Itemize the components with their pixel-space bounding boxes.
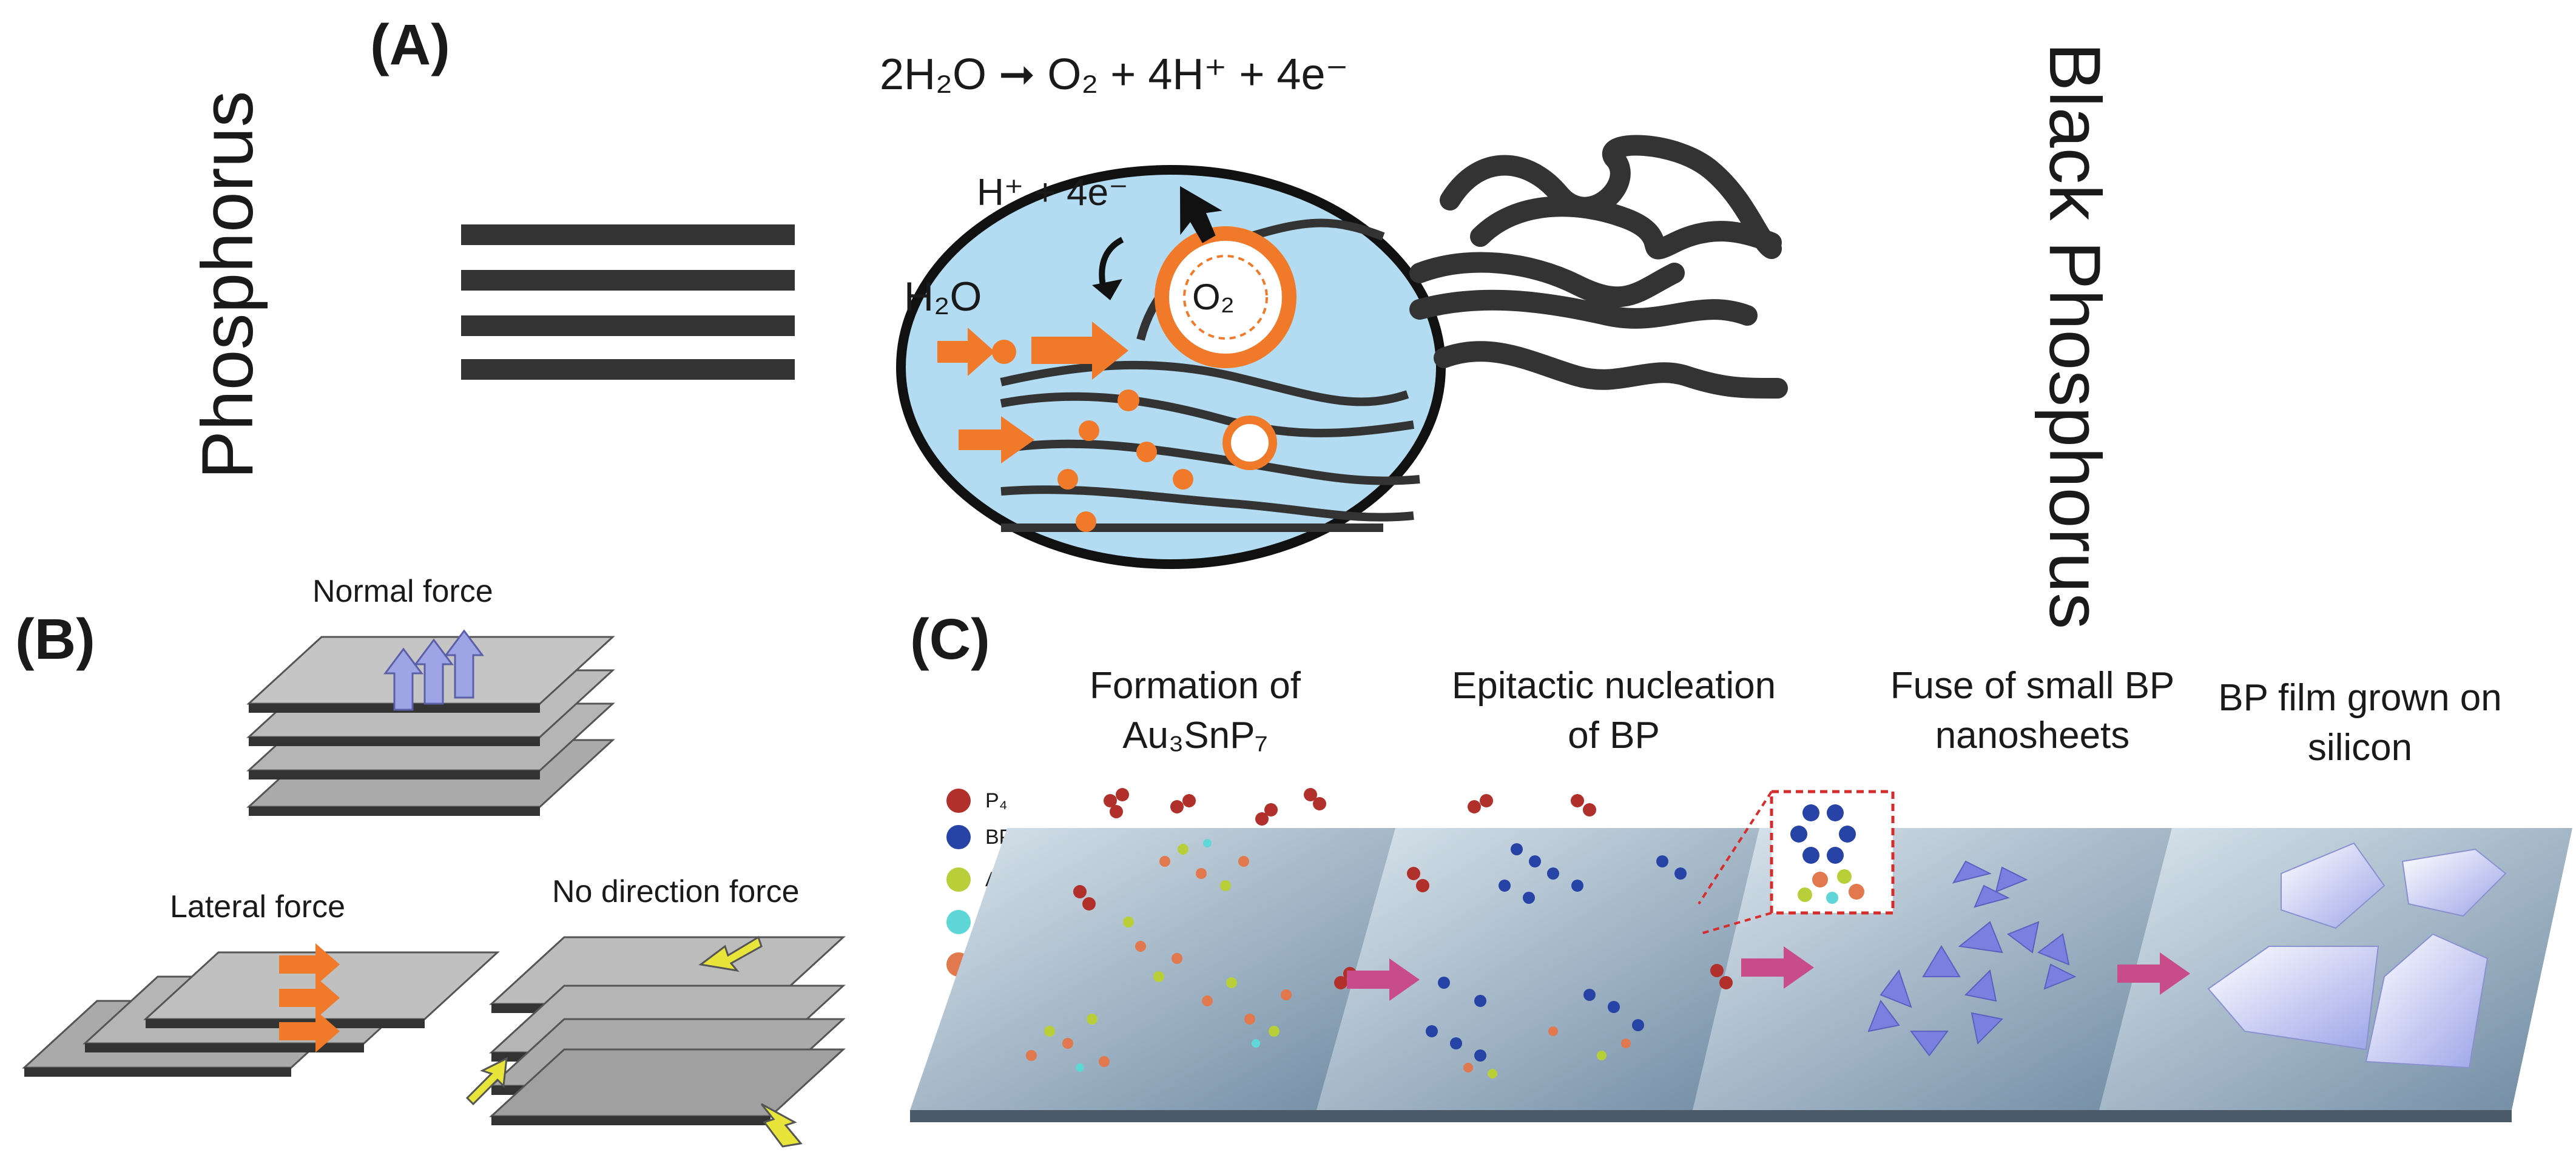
- lateral-force-stack: [22, 943, 500, 1077]
- step-1-title: Formation of Au₃SnP₇: [983, 661, 1408, 761]
- step-1-title-line2: Au₃SnP₇: [1122, 715, 1268, 756]
- panel-c-label: (C): [910, 607, 990, 672]
- water-oxidation-equation: 2H₂O ➞ O₂ + 4H⁺ + 4e⁻: [880, 50, 1349, 99]
- legend-label-p4: P₄: [985, 789, 1008, 812]
- step-3-title: Fuse of small BP nanosheets: [1820, 661, 2245, 761]
- reaction-oval: [896, 165, 1446, 569]
- bp-nanosheet-triangles: [1867, 860, 2077, 1057]
- step-1-title-line1: Formation of: [1089, 665, 1301, 707]
- legend-dot-sn: [946, 910, 971, 934]
- lateral-force-label: Lateral force: [170, 889, 346, 924]
- step-2-title: Epitactic nucleation of BP: [1401, 661, 1826, 761]
- inner-o2-label: O₂: [1192, 277, 1235, 317]
- step-4-title-line1: BP film grown on: [2218, 677, 2502, 719]
- black-phosphorus-layers: [1409, 135, 1788, 399]
- no-direction-force-label: No direction force: [552, 874, 800, 909]
- step-2-title-line1: Epitactic nucleation: [1451, 665, 1776, 707]
- atoms-step-1: [1026, 788, 1357, 1072]
- bp-film-flakes: [2207, 842, 2507, 1069]
- panel-b-label: (B): [15, 607, 95, 672]
- legend-p4: P₄: [946, 789, 1008, 813]
- step-arrows: [1347, 946, 2190, 1001]
- phosphorus-layers: [461, 224, 795, 380]
- step-3-title-line2: nanosheets: [1935, 715, 2130, 756]
- inner-products-label: H⁺ + 4e⁻: [977, 172, 1128, 214]
- inner-water-label: H₂O: [904, 274, 982, 320]
- panel-a-label: (A): [370, 13, 450, 77]
- atoms-step-2: [1407, 794, 1733, 1079]
- step-2-title-line2: of BP: [1568, 715, 1660, 756]
- legend-dot-au: [946, 867, 971, 892]
- substrate-step-2: [1317, 828, 1772, 1122]
- step-4-title: BP film grown on silicon: [2148, 673, 2572, 773]
- normal-force-label: Normal force: [312, 574, 493, 609]
- normal-force-stack: [246, 629, 615, 816]
- legend-dot-bp: [946, 825, 971, 849]
- step-3-title-line1: Fuse of small BP: [1890, 665, 2175, 707]
- step-4-title-line2: silicon: [2307, 727, 2413, 769]
- no-direction-force-stack: [465, 935, 846, 1148]
- substrate-step-1: [910, 828, 1401, 1122]
- legend-dot-p4: [946, 789, 971, 813]
- zoom-inset: [1698, 790, 1895, 935]
